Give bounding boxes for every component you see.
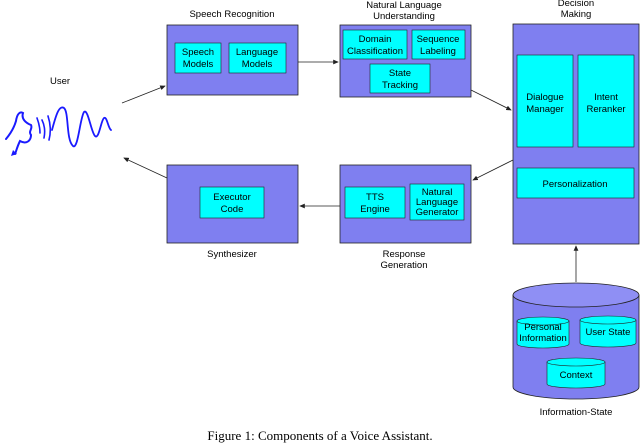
tts-engine-line-1: TTS [366,192,384,203]
synthesizer-title: Synthesizer [207,249,257,260]
state-tracking-line-1: State [389,68,411,79]
language-models-line-1: Language [236,47,278,58]
dialogue-manager-line-1: Dialogue [526,92,564,103]
decision-making-module: Decision Making Dialogue Manager Intent … [512,0,640,245]
executor-code-line-2: Code [221,204,244,215]
language-models-line-2: Models [242,59,273,70]
personal-information-line-2: Information [519,333,567,344]
nl-generator-line-1: Natural [422,187,453,198]
dialogue-manager-box: Dialogue Manager [516,54,574,148]
domain-classification-line-1: Domain [359,34,392,45]
response-generation-title-line-1: Response [383,249,426,260]
speech-models-line-2: Models [183,59,214,70]
information-state-database: Personal Information User State Context … [512,282,640,418]
speech-models-line-1: Speech [182,47,214,58]
sequence-labeling-box: Sequence Labeling [411,29,466,60]
arrow-decision-making-to-response-generation [472,159,514,181]
user-label: User [50,76,70,87]
nlu-title-line-1: Natural Language [366,0,442,11]
language-models-box: Language Models [228,42,287,74]
user-state-label: User State [586,327,631,338]
executor-code-line-1: Executor [213,192,251,203]
arrow-user-to-speech-recognition [121,85,166,104]
decision-making-title-line-1: Decision [558,0,594,9]
personal-information-cylinder: Personal Information [516,316,570,349]
speech-recognition-module: Speech Recognition Speech Models Languag… [166,9,299,96]
arrow-nlu-to-decision-making [470,89,512,111]
tts-engine-line-2: Engine [360,204,390,215]
intent-reranker-line-2: Reranker [586,104,625,115]
response-generation-module: TTS Engine Natural Language Generator Re… [339,164,472,271]
nl-generator-box: Natural Language Generator [409,183,465,221]
sequence-labeling-line-1: Sequence [417,34,460,45]
user-figure: User [5,76,112,156]
tts-engine-box: TTS Engine [344,186,406,219]
state-tracking-box: State Tracking [369,63,431,94]
nl-generator-line-2: Language [416,197,458,208]
nlu-module: Natural Language Understanding Domain Cl… [339,0,472,98]
domain-classification-line-2: Classification [347,46,403,57]
user-state-cylinder: User State [579,315,637,348]
context-cylinder: Context [546,357,606,389]
arrow-synthesizer-to-user [123,157,168,179]
speech-recognition-title: Speech Recognition [189,9,274,20]
state-tracking-line-2: Tracking [382,80,418,91]
executor-code-box: Executor Code [199,186,265,219]
nl-generator-line-3: Generator [416,207,459,218]
response-generation-title-line-2: Generation [380,260,427,271]
information-state-title: Information-State [540,407,613,418]
user-waveform-icon [5,106,112,156]
speech-models-box: Speech Models [174,42,222,74]
context-label: Context [560,370,593,381]
personalization-box: Personalization [516,167,635,199]
domain-classification-box: Domain Classification [342,29,408,60]
decision-making-title-line-2: Making [561,9,592,20]
intent-reranker-box: Intent Reranker [577,54,635,148]
intent-reranker-line-1: Intent [594,92,618,103]
personal-information-line-1: Personal [524,322,562,333]
personalization-label: Personalization [543,179,608,190]
synthesizer-module: Executor Code Synthesizer [166,164,299,260]
figure-caption: Figure 1: Components of a Voice Assistan… [207,428,432,443]
nlu-title-line-2: Understanding [373,11,435,22]
sequence-labeling-line-2: Labeling [420,46,456,57]
dialogue-manager-line-2: Manager [526,104,564,115]
